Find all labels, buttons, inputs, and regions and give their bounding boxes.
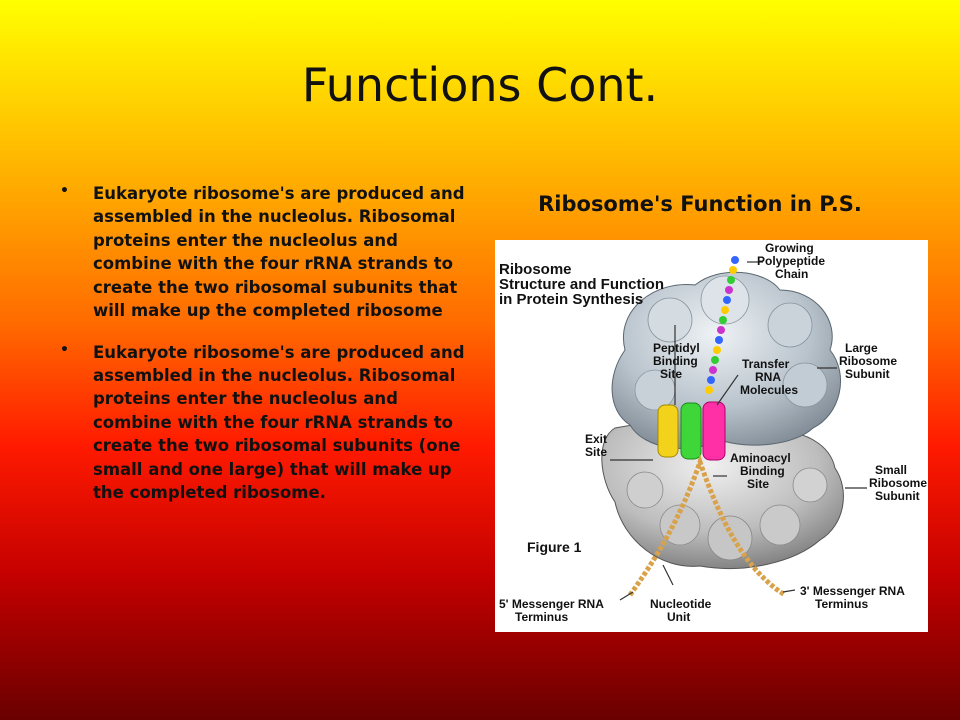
figure-title-line: Structure and Function <box>499 276 664 293</box>
label-mrna5: 5' Messenger RNA <box>499 597 604 611</box>
label-small: Small <box>875 463 907 477</box>
label-mrna3: Terminus <box>815 597 868 611</box>
ribosome-diagram: Ribosome Structure and Function in Prote… <box>499 241 927 624</box>
figure-title-line: in Protein Synthesis <box>499 291 643 308</box>
label-nucleotide: Nucleotide <box>650 597 712 611</box>
bullet-icon: • <box>60 183 69 199</box>
bullet-item: • Eukaryote ribosome's are produced and … <box>60 182 472 323</box>
label-exit: Exit <box>585 432 607 446</box>
label-mrna3: 3' Messenger RNA <box>800 584 905 598</box>
large-subunit-shape <box>611 271 842 449</box>
label-transfer: Molecules <box>740 383 798 397</box>
figure-heading: Ribosome's Function in P.S. <box>538 192 862 216</box>
trna-molecules <box>657 401 726 461</box>
ribosome-figure: Ribosome Structure and Function in Prote… <box>495 240 928 632</box>
label-mrna5: Terminus <box>515 610 568 624</box>
label-aminoacyl: Binding <box>740 464 785 478</box>
label-growing: Polypeptide <box>757 254 825 268</box>
label-peptidyl: Peptidyl <box>653 341 700 355</box>
slide-title: Functions Cont. <box>301 58 659 112</box>
label-large: Large <box>845 341 878 355</box>
label-peptidyl: Site <box>660 367 682 381</box>
label-nucleotide: Unit <box>667 610 690 624</box>
bullet-icon: • <box>60 341 69 358</box>
label-large: Ribosome <box>839 354 897 368</box>
figure-title-line: Ribosome <box>499 261 572 278</box>
bullet-item: • Eukaryote ribosome's are produced and … <box>60 341 472 505</box>
label-small: Ribosome <box>869 476 927 490</box>
label-aminoacyl: Aminoacyl <box>730 451 791 465</box>
bullet-text: Eukaryote ribosome's are produced and as… <box>93 184 465 321</box>
label-aminoacyl: Site <box>747 477 769 491</box>
label-large: Subunit <box>845 367 890 381</box>
figure-number: Figure 1 <box>527 539 582 555</box>
label-transfer: Transfer <box>742 357 790 371</box>
label-small: Subunit <box>875 489 920 503</box>
label-growing: Growing <box>765 241 814 255</box>
label-transfer: RNA <box>755 370 781 384</box>
label-growing: Chain <box>775 267 808 281</box>
polypeptide-chain <box>705 256 739 394</box>
label-exit: Site <box>585 445 607 459</box>
label-peptidyl: Binding <box>653 354 698 368</box>
leader-lines <box>610 261 867 601</box>
bullet-text: Eukaryote ribosome's are produced and as… <box>93 342 465 503</box>
bullet-list: • Eukaryote ribosome's are produced and … <box>60 182 472 522</box>
mrna-strand <box>627 454 787 598</box>
